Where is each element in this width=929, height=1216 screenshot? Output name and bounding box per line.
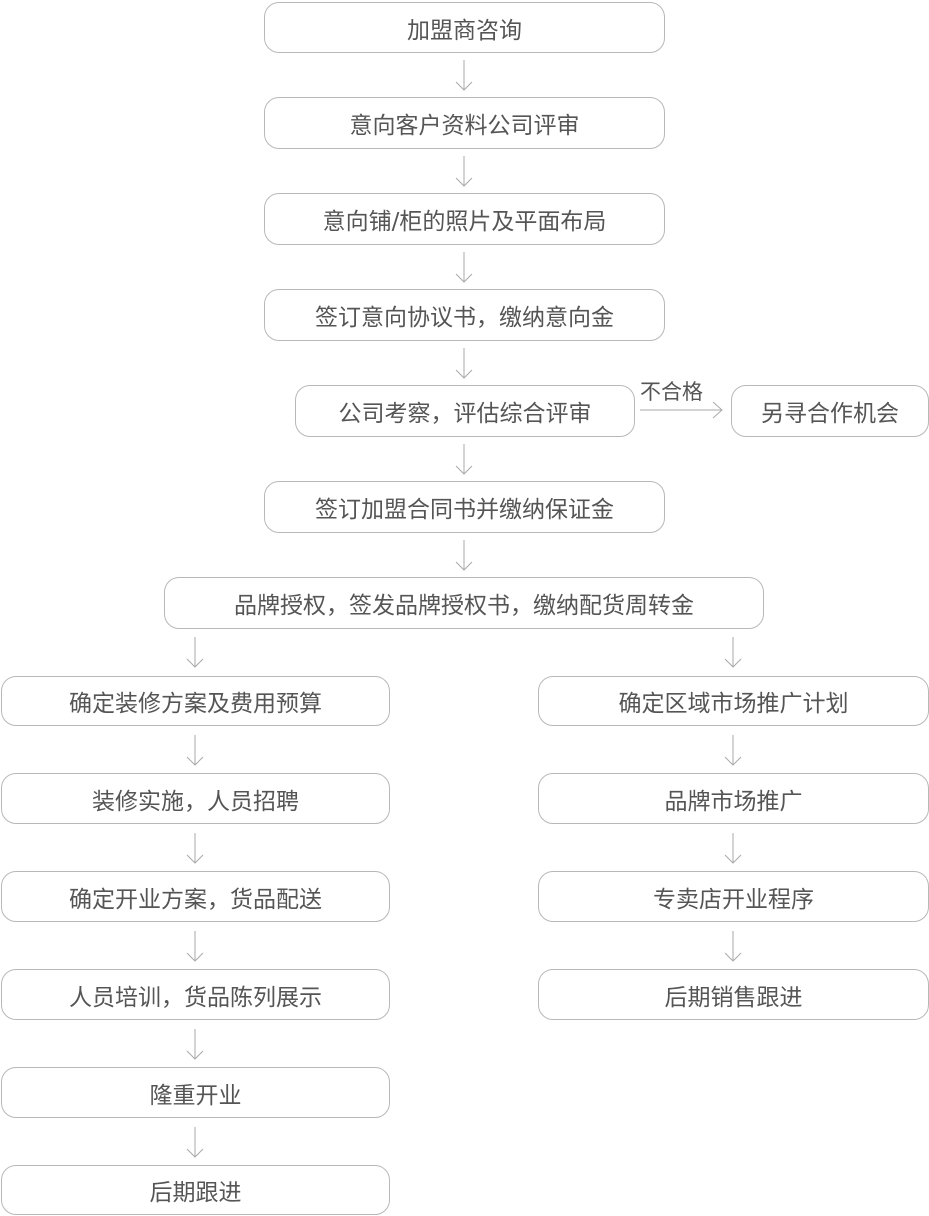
step-intent-agreement: 签订意向协议书，缴纳意向金 xyxy=(264,289,665,341)
step-brand-authorization: 品牌授权，签发品牌授权书，缴纳配货周转金 xyxy=(164,577,764,629)
arrow-down-icon xyxy=(455,348,473,379)
step-franchise-contract: 签订加盟合同书并缴纳保证金 xyxy=(264,481,665,533)
left-step-decoration-plan: 确定装修方案及费用预算 xyxy=(1,676,390,726)
step-client-review: 意向客户资料公司评审 xyxy=(264,97,665,149)
arrow-down-icon xyxy=(186,735,204,766)
arrow-down-icon xyxy=(724,833,742,864)
left-step-decoration-recruitment: 装修实施，人员招聘 xyxy=(1,773,390,824)
left-step-grand-opening: 隆重开业 xyxy=(1,1067,390,1118)
arrow-down-icon xyxy=(455,156,473,187)
arrow-down-icon xyxy=(186,931,204,962)
right-step-sales-follow-up: 后期销售跟进 xyxy=(538,969,929,1020)
step-franchise-inquiry: 加盟商咨询 xyxy=(264,2,665,53)
arrow-down-icon xyxy=(186,1029,204,1060)
reject-label: 不合格 xyxy=(640,380,703,404)
right-step-marketing-plan: 确定区域市场推广计划 xyxy=(538,676,929,726)
arrow-down-icon xyxy=(186,833,204,864)
arrow-down-icon xyxy=(724,637,742,668)
right-step-brand-promotion: 品牌市场推广 xyxy=(538,773,929,824)
arrow-down-icon xyxy=(455,540,473,571)
arrow-down-icon xyxy=(455,60,473,91)
left-step-follow-up: 后期跟进 xyxy=(1,1165,390,1215)
step-shop-photos-layout: 意向铺/柜的照片及平面布局 xyxy=(264,193,665,245)
arrow-down-icon xyxy=(455,444,473,475)
arrow-down-icon xyxy=(724,931,742,962)
left-step-opening-plan: 确定开业方案，货品配送 xyxy=(1,871,390,922)
arrow-down-icon xyxy=(186,1127,204,1158)
arrow-down-icon xyxy=(186,637,204,668)
right-step-store-opening: 专卖店开业程序 xyxy=(538,871,929,922)
arrow-down-icon xyxy=(724,735,742,766)
left-step-training-display: 人员培训，货品陈列展示 xyxy=(1,969,390,1020)
arrow-down-icon xyxy=(455,252,473,283)
step-seek-other-opportunity: 另寻合作机会 xyxy=(731,385,929,437)
step-company-inspection: 公司考察，评估综合评审 xyxy=(295,385,635,437)
arrow-right-icon xyxy=(640,401,723,419)
